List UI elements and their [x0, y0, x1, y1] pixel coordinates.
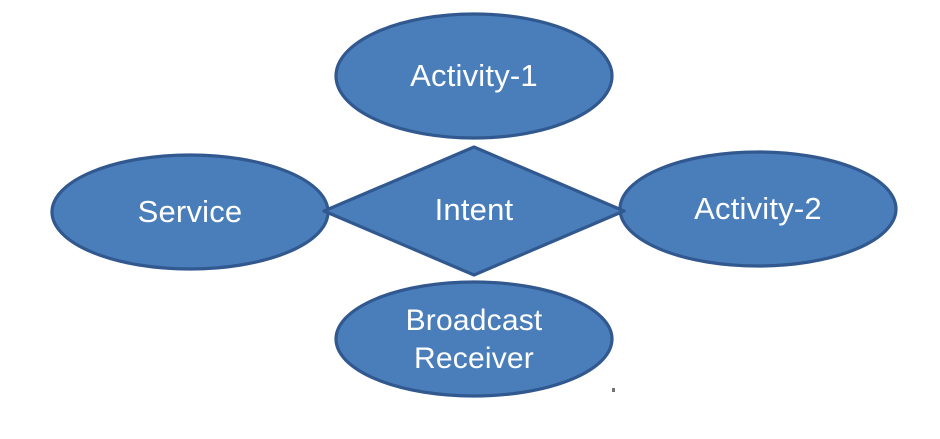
activity-1-label: Activity-1 [410, 58, 538, 93]
node-activity-1[interactable]: Activity-1 [334, 12, 614, 140]
service-label: Service [138, 194, 243, 229]
stray-mark-artifact [612, 388, 615, 392]
node-intent[interactable]: Intent [322, 145, 626, 277]
intent-label: Intent [435, 192, 514, 227]
intent-diamond[interactable] [322, 145, 626, 277]
node-broadcast-receiver[interactable]: Broadcast Receiver [334, 280, 614, 398]
node-activity-2[interactable]: Activity-2 [618, 150, 898, 268]
node-service[interactable]: Service [50, 153, 330, 271]
activity-2-label: Activity-2 [694, 191, 822, 226]
broadcast-receiver-ellipse[interactable] [334, 280, 614, 398]
broadcast-receiver-label-line-1: Broadcast [406, 304, 543, 337]
broadcast-receiver-label-line-2: Receiver [414, 342, 534, 375]
activity-1-ellipse[interactable] [334, 12, 614, 140]
